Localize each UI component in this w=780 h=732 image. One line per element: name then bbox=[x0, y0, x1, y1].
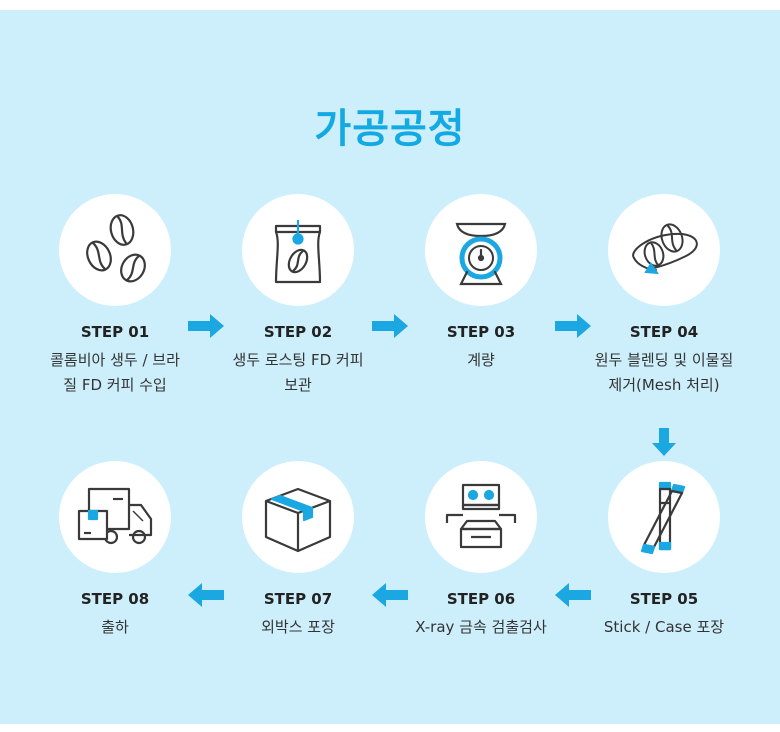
step-06-circle bbox=[425, 461, 537, 573]
coffee-bag-icon bbox=[274, 220, 322, 284]
process-panel bbox=[0, 10, 780, 724]
arrow-left-icon bbox=[555, 583, 591, 607]
step-06-description: X-ray 금속 검출검사 bbox=[386, 615, 576, 640]
step-05-circle bbox=[608, 461, 720, 573]
step-07-desc-line-1: 외박스 포장 bbox=[261, 618, 335, 636]
stick-pack-icon bbox=[640, 481, 686, 555]
blending-beans-icon bbox=[632, 223, 698, 275]
step-01-label: STEP 01 bbox=[80, 323, 150, 341]
step-05-description: Stick / Case 포장 bbox=[569, 615, 759, 640]
step-01-desc-line-1: 콜롬비아 생두 / 브라 bbox=[50, 351, 180, 369]
step-08-desc-line-1: 출하 bbox=[101, 618, 129, 636]
box-icon bbox=[264, 487, 332, 553]
arrow-right-icon bbox=[372, 314, 408, 338]
delivery-truck-icon bbox=[77, 487, 153, 545]
step-04-desc-line-1: 원두 블렌딩 및 이물질 bbox=[594, 351, 734, 369]
step-05-desc-line-1: Stick / Case 포장 bbox=[603, 618, 725, 636]
step-04-desc-line-2: 제거(Mesh 처리) bbox=[608, 376, 720, 394]
step-04-description: 원두 블렌딩 및 이물질 제거(Mesh 처리) bbox=[569, 348, 759, 398]
step-08-circle bbox=[59, 461, 171, 573]
step-06-label: STEP 06 bbox=[446, 590, 516, 608]
xray-machine-icon bbox=[445, 483, 517, 549]
arrow-right-icon bbox=[555, 314, 591, 338]
step-03-label: STEP 03 bbox=[446, 323, 516, 341]
step-07-description: 외박스 포장 bbox=[203, 615, 393, 640]
arrow-left-icon bbox=[372, 583, 408, 607]
step-04-circle bbox=[608, 194, 720, 306]
step-01-circle bbox=[59, 194, 171, 306]
step-03-circle bbox=[425, 194, 537, 306]
step-03-description: 계량 bbox=[386, 348, 576, 373]
arrow-right-icon bbox=[188, 314, 224, 338]
step-02-label: STEP 02 bbox=[263, 323, 333, 341]
step-05-label: STEP 05 bbox=[629, 590, 699, 608]
step-07-label: STEP 07 bbox=[263, 590, 333, 608]
step-08-description: 출하 bbox=[20, 615, 210, 640]
page-title: 가공공정 bbox=[314, 106, 466, 152]
step-06-desc-line-1: X-ray 금속 검출검사 bbox=[415, 618, 547, 636]
step-02-desc-line-2: 보관 bbox=[284, 376, 312, 394]
step-03-desc-line-1: 계량 bbox=[467, 351, 495, 369]
step-02-description: 생두 로스팅 FD 커피 보관 bbox=[203, 348, 393, 398]
arrow-down-icon bbox=[652, 428, 676, 456]
weighing-scale-icon bbox=[455, 222, 507, 286]
step-01-description: 콜롬비아 생두 / 브라 질 FD 커피 수입 bbox=[20, 348, 210, 398]
step-08-label: STEP 08 bbox=[80, 590, 150, 608]
step-07-circle bbox=[242, 461, 354, 573]
coffee-beans-icon bbox=[86, 214, 146, 283]
step-02-desc-line-1: 생두 로스팅 FD 커피 bbox=[232, 351, 364, 369]
arrow-left-icon bbox=[188, 583, 224, 607]
step-01-desc-line-2: 질 FD 커피 수입 bbox=[63, 376, 167, 394]
step-02-circle bbox=[242, 194, 354, 306]
step-04-label: STEP 04 bbox=[629, 323, 699, 341]
